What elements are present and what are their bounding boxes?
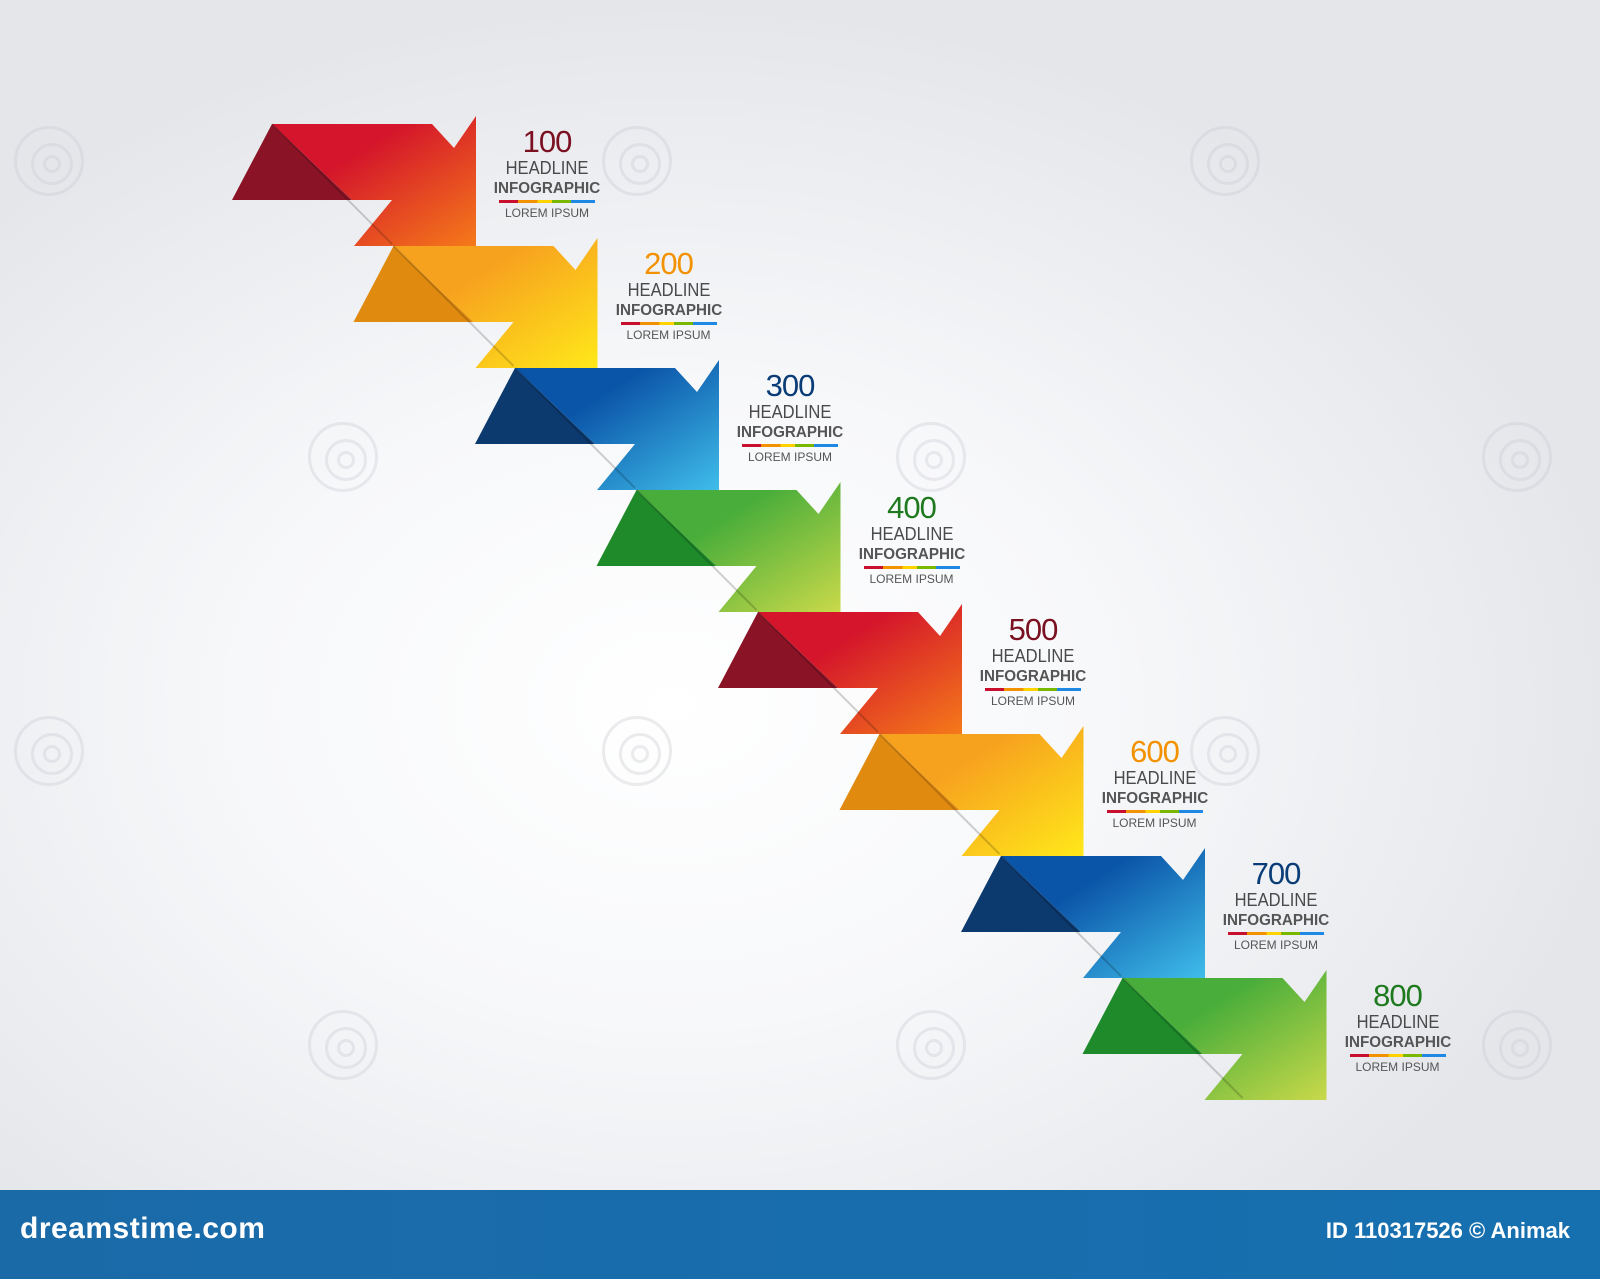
step-fold-5 bbox=[718, 612, 838, 688]
step-fold-7 bbox=[961, 856, 1081, 932]
step-subtitle: INFOGRAPHIC bbox=[1101, 790, 1208, 807]
step-subtitle: INFOGRAPHIC bbox=[615, 302, 722, 319]
step-caption: LOREM IPSUM bbox=[747, 450, 832, 464]
step-crease-5 bbox=[757, 611, 879, 733]
step-value: 500 bbox=[1008, 612, 1059, 647]
step-arrow-6 bbox=[839, 726, 1084, 856]
step-label-5: 500 HEADLINE INFOGRAPHIC LOREM IPSUM bbox=[968, 614, 1098, 708]
rainbow-divider bbox=[1349, 1054, 1446, 1057]
rainbow-divider bbox=[985, 688, 1081, 691]
step-body-2 bbox=[393, 238, 598, 368]
step-fold-6 bbox=[839, 734, 960, 810]
step-label-1: 100 HEADLINE INFOGRAPHIC LOREM IPSUM bbox=[482, 126, 612, 220]
spiral-logo-icon bbox=[602, 716, 672, 786]
infographic-stage: 100 HEADLINE INFOGRAPHIC LOREM IPSUM 200… bbox=[232, 116, 1463, 1100]
step-crease-8 bbox=[1121, 977, 1244, 1099]
step-value: 600 bbox=[1130, 734, 1180, 769]
step-headline: HEADLINE bbox=[1113, 768, 1196, 788]
step-value: 100 bbox=[522, 124, 573, 159]
step-arrow-8 bbox=[1082, 970, 1327, 1100]
step-crease-2 bbox=[392, 245, 515, 367]
step-headline: HEADLINE bbox=[505, 158, 589, 178]
step-arrow-7 bbox=[961, 848, 1205, 978]
step-subtitle: INFOGRAPHIC bbox=[736, 424, 844, 441]
footer-brand: dreamstime.com bbox=[20, 1212, 266, 1245]
step-caption: LOREM IPSUM bbox=[1355, 1060, 1440, 1074]
rainbow-divider bbox=[499, 200, 595, 203]
step-fold-1 bbox=[232, 124, 352, 200]
spiral-logo-icon bbox=[14, 126, 84, 196]
step-caption: LOREM IPSUM bbox=[504, 206, 589, 220]
step-fold-2 bbox=[353, 246, 474, 322]
step-body-3 bbox=[515, 360, 719, 490]
step-headline: HEADLINE bbox=[870, 524, 953, 544]
step-label-2: 200 HEADLINE INFOGRAPHIC LOREM IPSUM bbox=[604, 248, 734, 342]
footer-bar: dreamstime.com ID 110317526 © Animak bbox=[0, 1190, 1600, 1279]
step-headline: HEADLINE bbox=[991, 646, 1075, 666]
step-headline: HEADLINE bbox=[748, 402, 832, 422]
step-body-5 bbox=[758, 604, 962, 734]
step-body-4 bbox=[636, 482, 841, 612]
spiral-logo-icon bbox=[308, 1010, 378, 1080]
spiral-logo-icon bbox=[1482, 1010, 1552, 1080]
rainbow-divider bbox=[863, 566, 960, 569]
step-fold-8 bbox=[1082, 978, 1203, 1054]
rainbow-divider bbox=[620, 322, 717, 325]
step-arrow-3 bbox=[475, 360, 719, 490]
step-crease-3 bbox=[514, 367, 636, 489]
step-value: 400 bbox=[887, 490, 937, 525]
spiral-logo-icon bbox=[1482, 422, 1552, 492]
spiral-logo-icon bbox=[602, 126, 672, 196]
step-caption: LOREM IPSUM bbox=[869, 572, 954, 586]
spiral-logo-icon bbox=[308, 422, 378, 492]
step-fold-4 bbox=[596, 490, 717, 566]
step-subtitle: INFOGRAPHIC bbox=[493, 180, 601, 197]
step-value: 800 bbox=[1373, 978, 1423, 1013]
step-label-6: 600 HEADLINE INFOGRAPHIC LOREM IPSUM bbox=[1090, 736, 1220, 830]
step-arrow-4 bbox=[596, 482, 841, 612]
step-body-7 bbox=[1001, 848, 1205, 978]
step-crease-6 bbox=[878, 733, 1001, 855]
step-label-4: 400 HEADLINE INFOGRAPHIC LOREM IPSUM bbox=[847, 492, 977, 586]
step-caption: LOREM IPSUM bbox=[1112, 816, 1197, 830]
step-subtitle: INFOGRAPHIC bbox=[979, 668, 1087, 685]
footer-image-id: ID 110317526 © Animak bbox=[1325, 1218, 1570, 1243]
step-label-3: 300 HEADLINE INFOGRAPHIC LOREM IPSUM bbox=[725, 370, 855, 464]
step-caption: LOREM IPSUM bbox=[626, 328, 711, 342]
step-headline: HEADLINE bbox=[1234, 890, 1318, 910]
step-subtitle: INFOGRAPHIC bbox=[1344, 1034, 1451, 1051]
step-arrow-5 bbox=[718, 604, 962, 734]
step-arrow-1 bbox=[232, 116, 476, 246]
step-caption: LOREM IPSUM bbox=[990, 694, 1075, 708]
step-caption: LOREM IPSUM bbox=[1233, 938, 1318, 952]
step-subtitle: INFOGRAPHIC bbox=[858, 546, 965, 563]
spiral-logo-icon bbox=[14, 716, 84, 786]
step-subtitle: INFOGRAPHIC bbox=[1222, 912, 1330, 929]
staircase-arrows bbox=[232, 116, 1327, 1100]
spiral-logo-icon bbox=[1190, 126, 1260, 196]
step-crease-1 bbox=[271, 123, 393, 245]
step-headline: HEADLINE bbox=[627, 280, 710, 300]
step-headline: HEADLINE bbox=[1356, 1012, 1439, 1032]
step-body-1 bbox=[272, 116, 476, 246]
step-crease-4 bbox=[635, 489, 758, 611]
step-crease-7 bbox=[1000, 855, 1122, 977]
step-value: 300 bbox=[765, 368, 816, 403]
rainbow-divider bbox=[1228, 932, 1324, 935]
spiral-logo-icon bbox=[896, 1010, 966, 1080]
step-value: 200 bbox=[644, 246, 694, 281]
rainbow-divider bbox=[1106, 810, 1203, 813]
rainbow-divider bbox=[742, 444, 838, 447]
step-body-6 bbox=[879, 726, 1084, 856]
spiral-logo-icon bbox=[896, 422, 966, 492]
step-label-7: 700 HEADLINE INFOGRAPHIC LOREM IPSUM bbox=[1211, 858, 1341, 952]
step-arrow-2 bbox=[353, 238, 598, 368]
step-value: 700 bbox=[1251, 856, 1302, 891]
step-label-8: 800 HEADLINE INFOGRAPHIC LOREM IPSUM bbox=[1333, 980, 1463, 1074]
step-body-8 bbox=[1122, 970, 1327, 1100]
spiral-logo-icon bbox=[1190, 716, 1260, 786]
step-fold-3 bbox=[475, 368, 595, 444]
